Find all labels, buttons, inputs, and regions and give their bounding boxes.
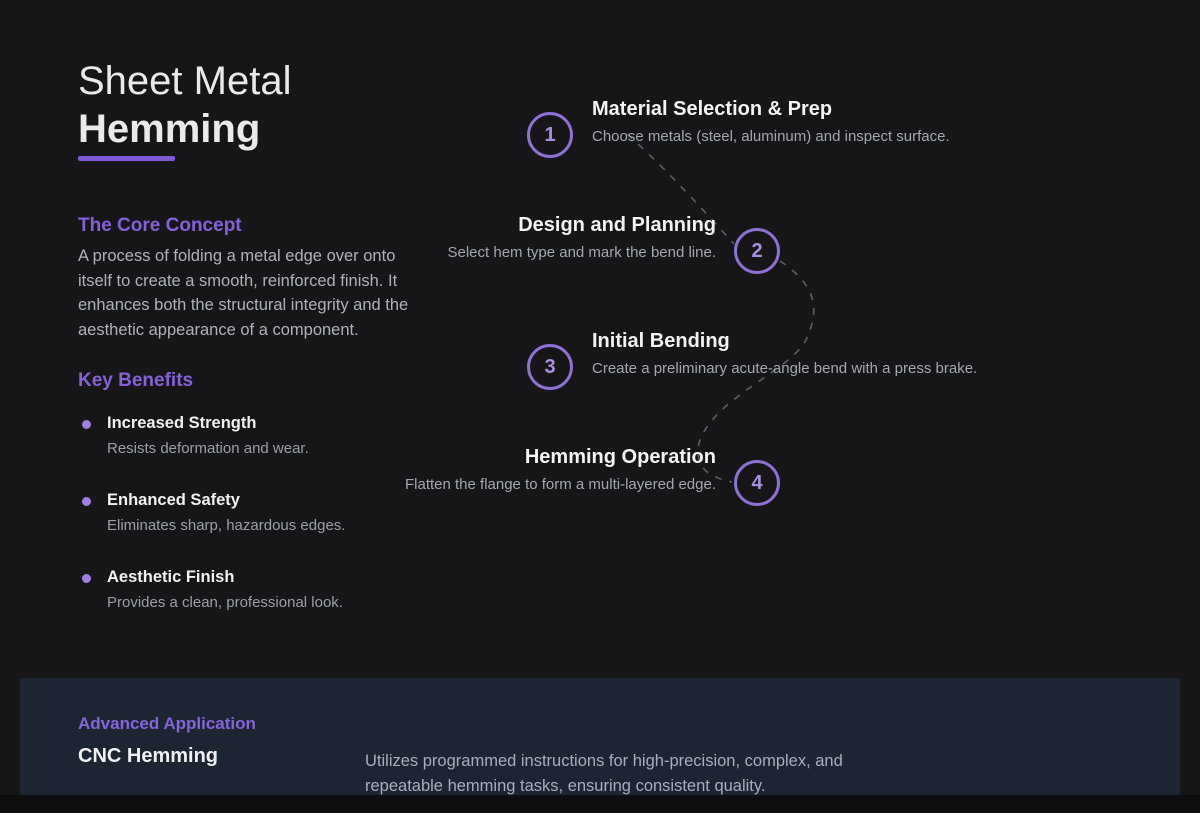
- benefit-item: Aesthetic Finish Provides a clean, profe…: [78, 568, 418, 611]
- page-title-line1: Sheet Metal: [78, 59, 292, 103]
- step-title: Initial Bending: [592, 330, 730, 352]
- benefit-description: Provides a clean, professional look.: [107, 594, 343, 611]
- process-connector: [626, 133, 815, 483]
- step-number-badge: 2: [734, 228, 780, 274]
- core-concept-heading: The Core Concept: [78, 215, 242, 236]
- benefit-description: Resists deformation and wear.: [107, 440, 309, 457]
- step-description: Create a preliminary acute-angle bend wi…: [592, 360, 978, 377]
- benefit-item: Enhanced Safety Eliminates sharp, hazard…: [78, 491, 418, 534]
- benefit-item: Increased Strength Resists deformation a…: [78, 414, 418, 457]
- step-description: Select hem type and mark the bend line.: [447, 244, 717, 261]
- advanced-title: CNC Hemming: [78, 745, 219, 767]
- step-title: Design and Planning: [518, 214, 716, 236]
- advanced-label: Advanced Application: [78, 714, 256, 733]
- step-title: Hemming Operation: [524, 446, 716, 468]
- step-description: Choose metals (steel, aluminum) and insp…: [592, 128, 950, 145]
- benefit-bullet-icon: [82, 497, 91, 506]
- benefit-title: Enhanced Safety: [107, 491, 240, 509]
- step-description: Flatten the flange to form a multi-layer…: [404, 476, 716, 493]
- benefit-bullet-icon: [82, 574, 91, 583]
- page-title-line2: Hemming: [78, 107, 261, 151]
- infographic-card: Sheet Metal Hemming The Core Concept A p…: [20, 57, 1180, 795]
- step-number-badge: 3: [527, 344, 573, 390]
- process-step: Design and Planning Select hem type and …: [286, 214, 717, 261]
- process-step: Material Selection & Prep Choose metals …: [592, 98, 950, 145]
- page-title: Sheet Metal Hemming: [78, 57, 291, 153]
- process-step: Hemming Operation Flatten the flange to …: [286, 446, 716, 493]
- benefit-description: Eliminates sharp, hazardous edges.: [107, 517, 346, 534]
- benefit-title: Increased Strength: [107, 414, 257, 432]
- advanced-application-panel: Advanced Application CNC Hemming Utilize…: [20, 678, 1180, 795]
- advanced-description: Utilizes programmed instructions for hig…: [365, 752, 843, 795]
- benefit-title: Aesthetic Finish: [107, 568, 235, 586]
- core-concept-body: A process of folding a metal edge over o…: [78, 247, 409, 339]
- step-title: Material Selection & Prep: [592, 98, 833, 120]
- title-underline: [78, 156, 175, 161]
- benefit-bullet-icon: [82, 420, 91, 429]
- process-step: Initial Bending Create a preliminary acu…: [592, 330, 977, 377]
- step-number-badge: 4: [734, 460, 780, 506]
- process-connector-path: [626, 133, 815, 483]
- step-number-badge: 1: [527, 112, 573, 158]
- key-benefits-heading: Key Benefits: [78, 370, 194, 391]
